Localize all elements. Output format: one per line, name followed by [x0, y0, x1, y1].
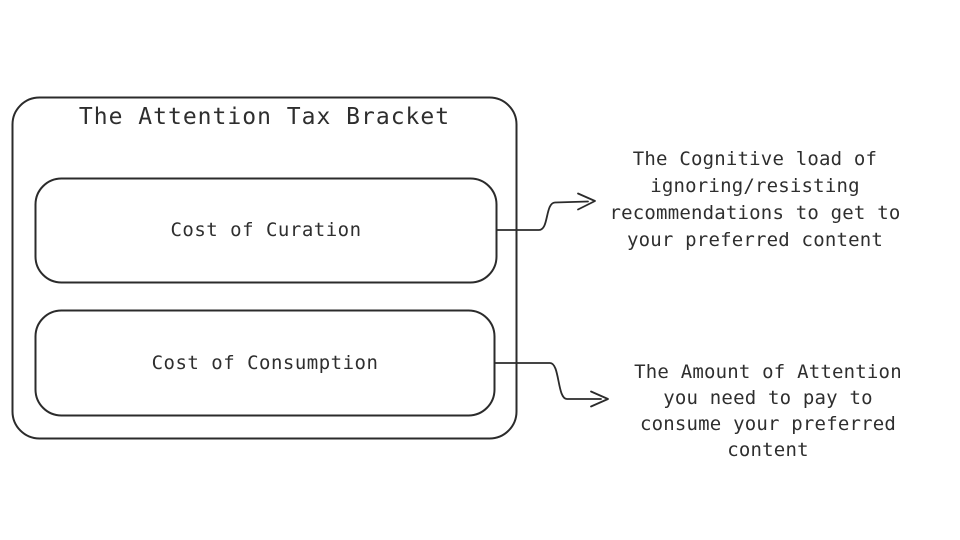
diagram-title: The Attention Tax Bracket	[78, 104, 451, 130]
annotation-line: you need to pay to	[663, 387, 873, 409]
curation-connector	[496, 200, 589, 231]
annotation-line: ignoring/resisting	[650, 175, 860, 197]
annotation-line: The Amount of Attention	[634, 361, 902, 383]
annotation-line: content	[727, 439, 809, 461]
consumption-box-label: Cost of Consumption	[151, 352, 379, 374]
annotation-line: The Cognitive load of	[632, 148, 878, 170]
annotation-line: consume your preferred	[639, 413, 897, 435]
consumption-arrowhead-icon	[590, 390, 609, 408]
curation-box-label: Cost of Curation	[170, 219, 362, 241]
curation-arrowhead-icon	[577, 192, 596, 211]
consumption-annotation: The Amount of Attention you need to pay …	[600, 359, 936, 463]
outer-bracket-box	[11, 96, 518, 440]
annotation-line: your preferred content	[626, 229, 884, 251]
consumption-connector	[494, 362, 602, 400]
curation-annotation: The Cognitive load of ignoring/resisting…	[586, 146, 924, 254]
annotation-line: recommendations to get to	[609, 202, 901, 224]
